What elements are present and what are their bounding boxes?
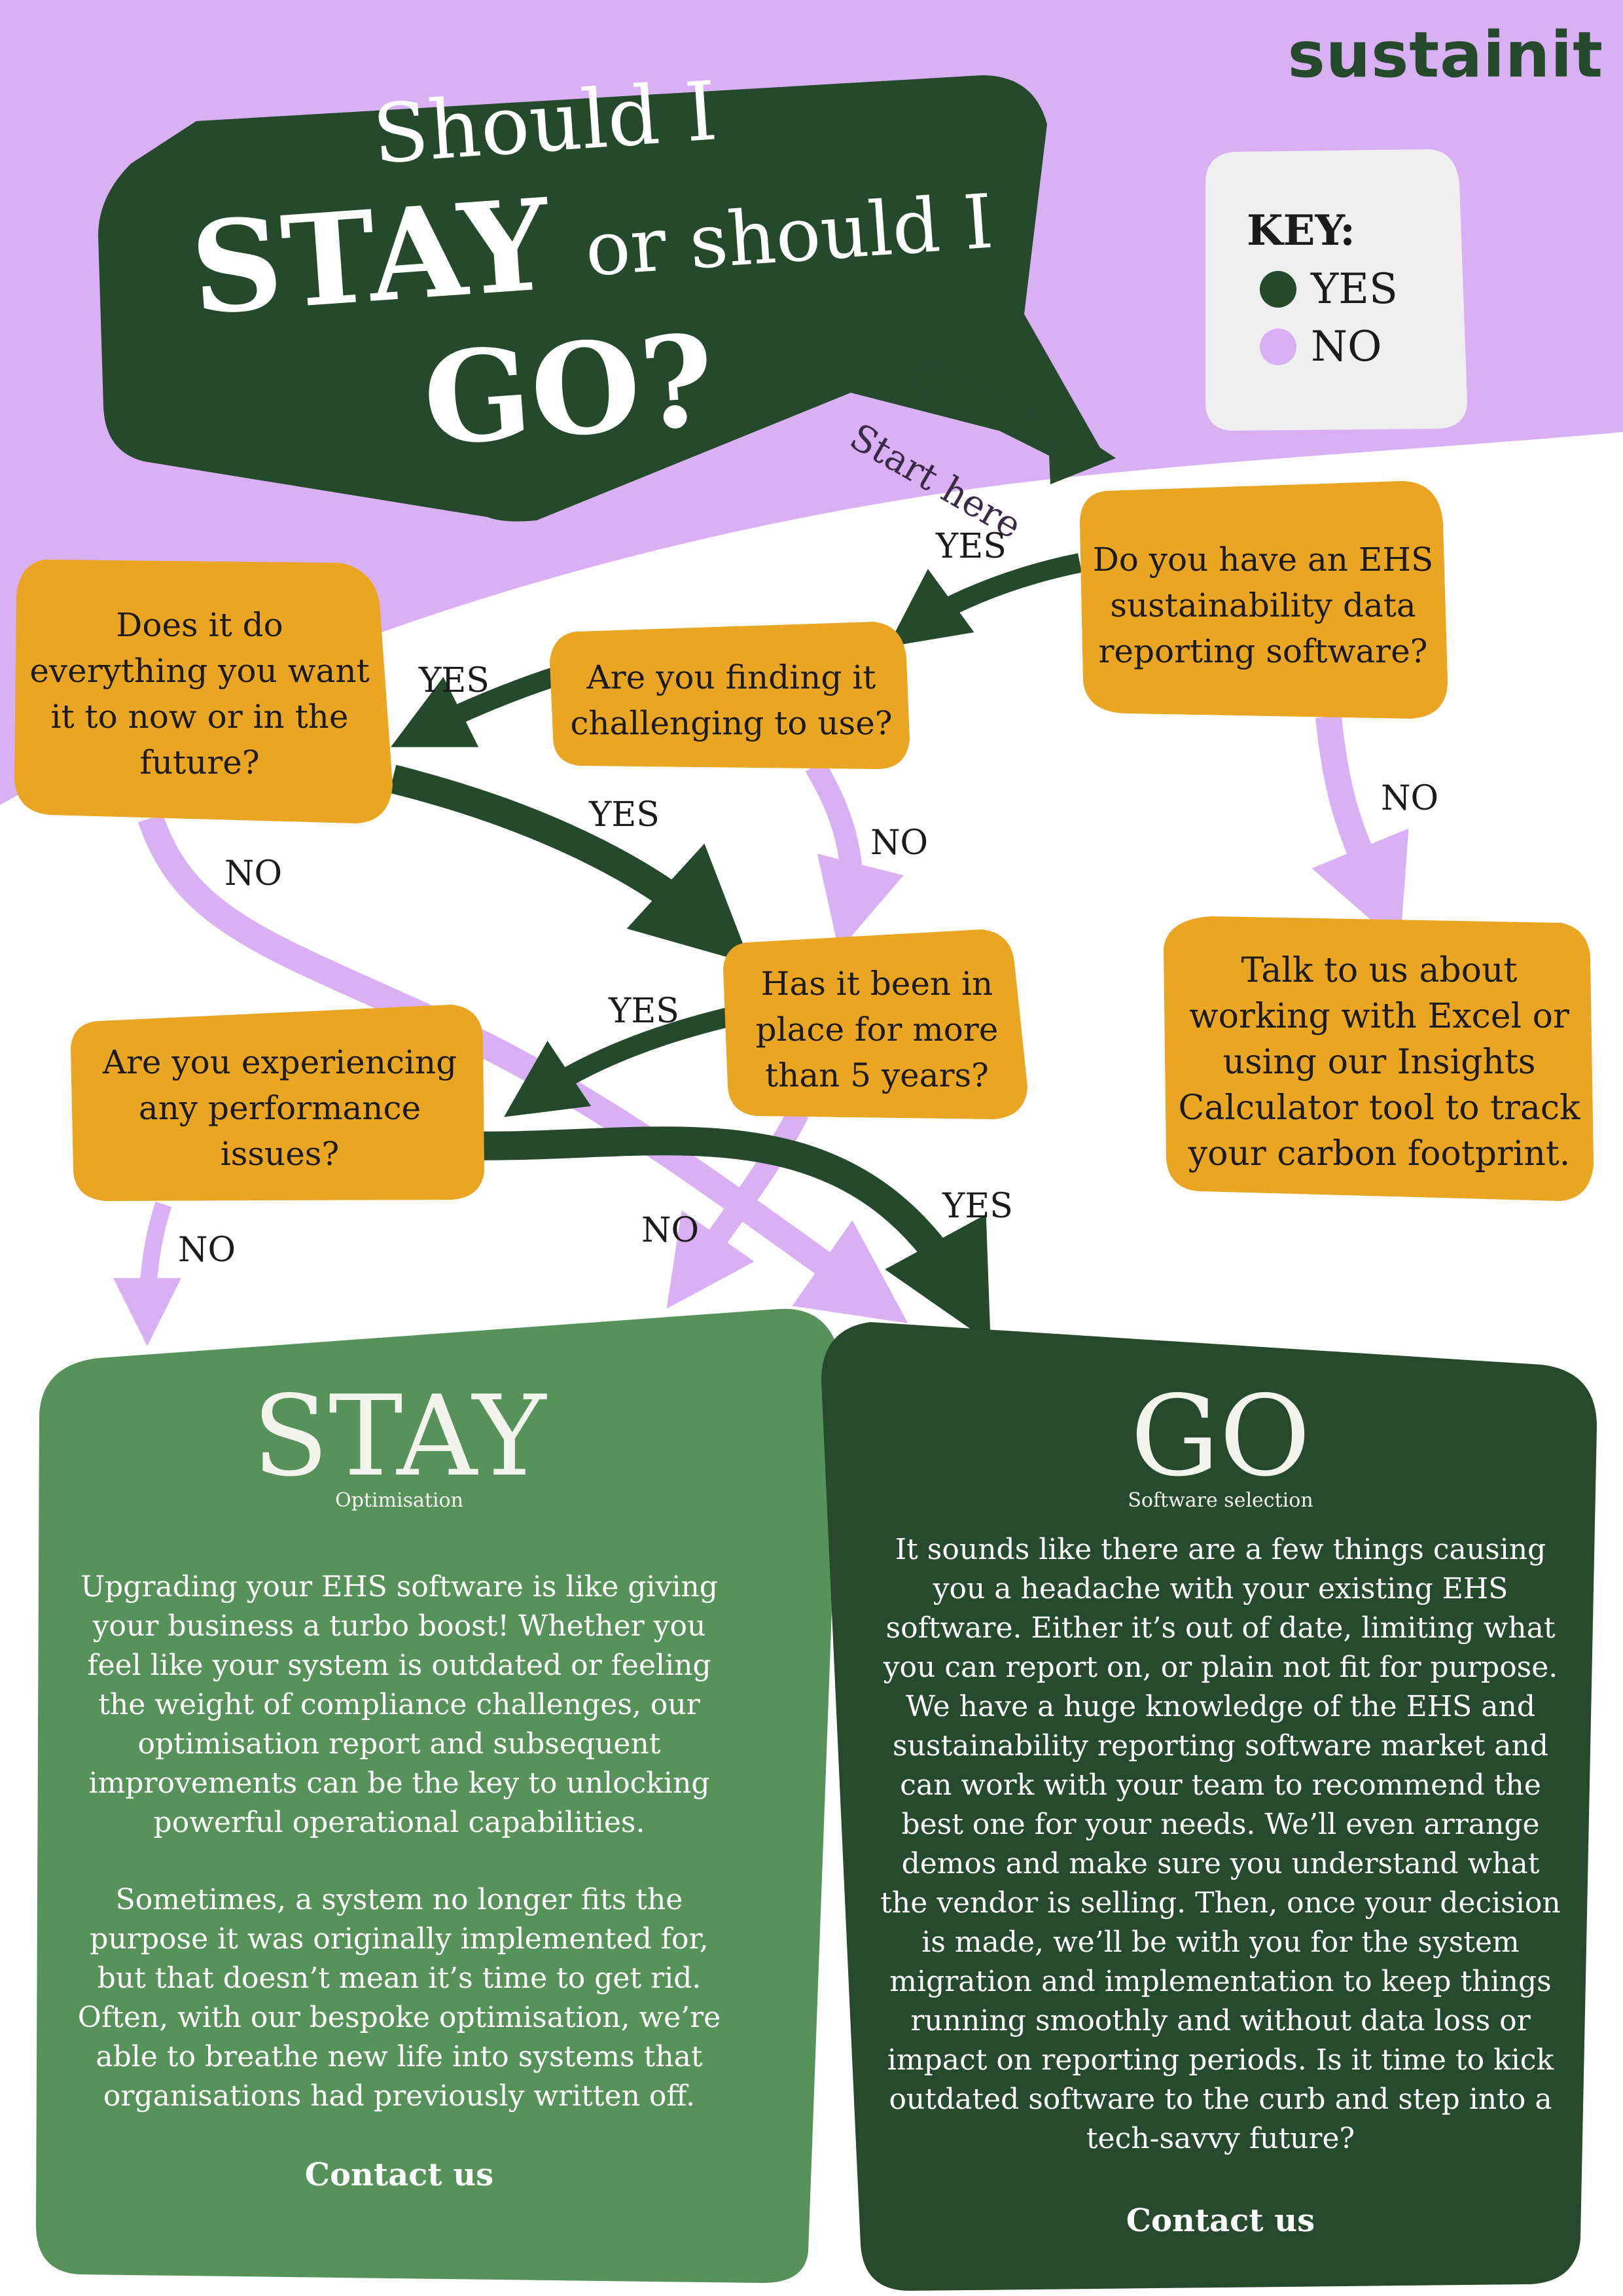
sustainit-logo: sustainit <box>1287 18 1603 92</box>
key-no-row: NO <box>1260 323 1382 371</box>
arrow-q2-yes <box>391 664 566 747</box>
stay-title: STAY <box>252 1372 546 1501</box>
label-q4-no: NO <box>641 1211 700 1250</box>
q3-box <box>14 560 393 823</box>
label-q1-yes: YES <box>936 527 1007 566</box>
go-paragraph-1: It sounds like there are a few things ca… <box>880 1533 1561 2155</box>
label-q2-yes: YES <box>419 661 490 700</box>
go-contact-link[interactable]: Contact us <box>1126 2202 1315 2239</box>
q6-box <box>1164 916 1594 1201</box>
key-yes-row: YES <box>1260 265 1398 314</box>
arrow-q5-yes <box>457 1126 991 1343</box>
question-has-software: Do you have an EHS sustainability data r… <box>1092 541 1434 670</box>
go-title: GO <box>1130 1372 1311 1501</box>
title-go-word: GO? <box>419 307 719 475</box>
label-q2-no: NO <box>870 823 929 863</box>
start-arrowhead <box>1047 412 1116 484</box>
go-panel <box>821 1322 1597 2291</box>
arrow-q4-no <box>666 1107 809 1309</box>
yes-dot-icon <box>1260 271 1296 308</box>
label-q3-yes: YES <box>589 795 660 834</box>
label-q5-yes: YES <box>942 1187 1013 1226</box>
question-performance: Are you experiencing any performance iss… <box>102 1043 457 1173</box>
arrow-q4-yes <box>504 1005 742 1117</box>
arrow-q2-no <box>805 760 904 951</box>
arrow-q1-yes <box>887 553 1082 647</box>
question-challenging: Are you finding it challenging to use? <box>570 658 893 742</box>
arrow-q3-yes <box>389 764 751 964</box>
stay-panel <box>36 1308 841 2284</box>
stay-body: Upgrading your EHS software is like givi… <box>65 1568 733 2154</box>
label-q1-no: NO <box>1381 779 1439 818</box>
title-speech-bubble <box>98 75 1106 522</box>
key-yes-label: YES <box>1311 265 1398 314</box>
no-dot-icon <box>1260 329 1296 365</box>
stay-contact-link[interactable]: Contact us <box>304 2157 494 2193</box>
stay-subtitle: Optimisation <box>335 1489 463 1512</box>
arrow-q1-no <box>1311 715 1409 946</box>
question-does-everything: Does it do everything you want it to now… <box>29 606 370 781</box>
q1-box <box>1080 481 1448 719</box>
q4-box <box>723 929 1027 1119</box>
go-subtitle: Software selection <box>1128 1489 1313 1512</box>
label-q5-no: NO <box>178 1230 236 1270</box>
talk-to-us-excel: Talk to us about working with Excel or u… <box>1178 950 1580 1174</box>
q5-box <box>71 1005 484 1201</box>
label-q3-no: NO <box>224 854 283 893</box>
label-q4-yes: YES <box>609 992 679 1031</box>
go-body: It sounds like there are a few things ca… <box>880 1530 1561 2197</box>
arrow-q5-no <box>113 1201 182 1346</box>
q2-box <box>550 622 910 769</box>
question-five-years: Has it been in place for more than 5 yea… <box>755 964 999 1094</box>
key-title: KEY: <box>1247 206 1355 255</box>
stay-paragraph-1: Upgrading your EHS software is like givi… <box>80 1570 718 1839</box>
key-no-label: NO <box>1311 323 1382 371</box>
stay-paragraph-2: Sometimes, a system no longer fits the p… <box>77 1883 721 2113</box>
title-stay-word: STAY <box>187 171 554 344</box>
